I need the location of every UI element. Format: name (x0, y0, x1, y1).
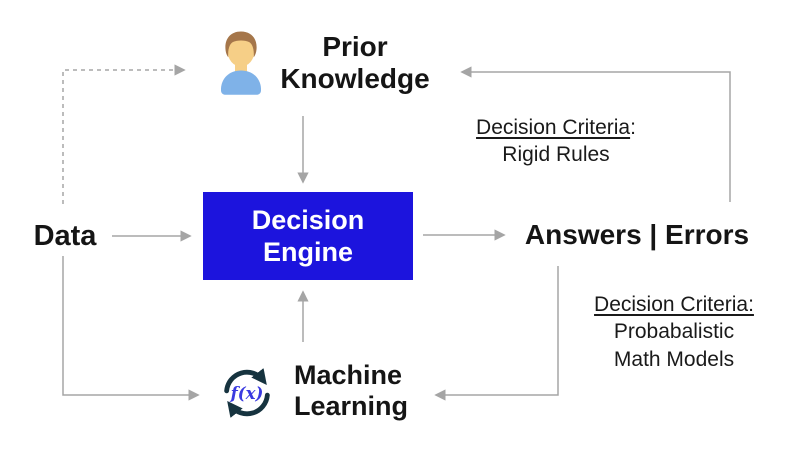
criteria-probabilistic: Decision Criteria: Probabalistic Math Mo… (564, 291, 784, 373)
answers-errors-label: Answers | Errors (524, 219, 750, 250)
criteria-rigid-colon: : (630, 116, 636, 139)
connector-answers-to-ml (434, 266, 559, 401)
decision-engine-box: Decision Engine (203, 192, 413, 280)
person-icon (221, 31, 261, 95)
data-label: Data (33, 220, 97, 252)
criteria-rigid-body: Rigid Rules (502, 143, 610, 167)
fx-icon-text: f(x) (230, 383, 264, 403)
fx-cycle-icon: f(x) (224, 368, 270, 418)
criteria-rigid-title-line: Decision Criteria: (446, 114, 666, 141)
criteria-prob-body: Probabalistic Math Models (613, 320, 735, 371)
machine-learning-label: Machine Learning (294, 360, 409, 421)
criteria-rigid-rules: Decision Criteria: Rigid Rules (446, 114, 666, 169)
connector-data-to-ml (62, 256, 200, 401)
criteria-prob-title: Decision Criteria: (594, 293, 754, 316)
criteria-rigid-title: Decision Criteria (476, 116, 631, 139)
prior-knowledge-label: Prior Knowledge (280, 31, 430, 94)
criteria-prob-title-line: Decision Criteria: (564, 291, 784, 318)
connector-data-to-prior-dashed (62, 64, 186, 204)
